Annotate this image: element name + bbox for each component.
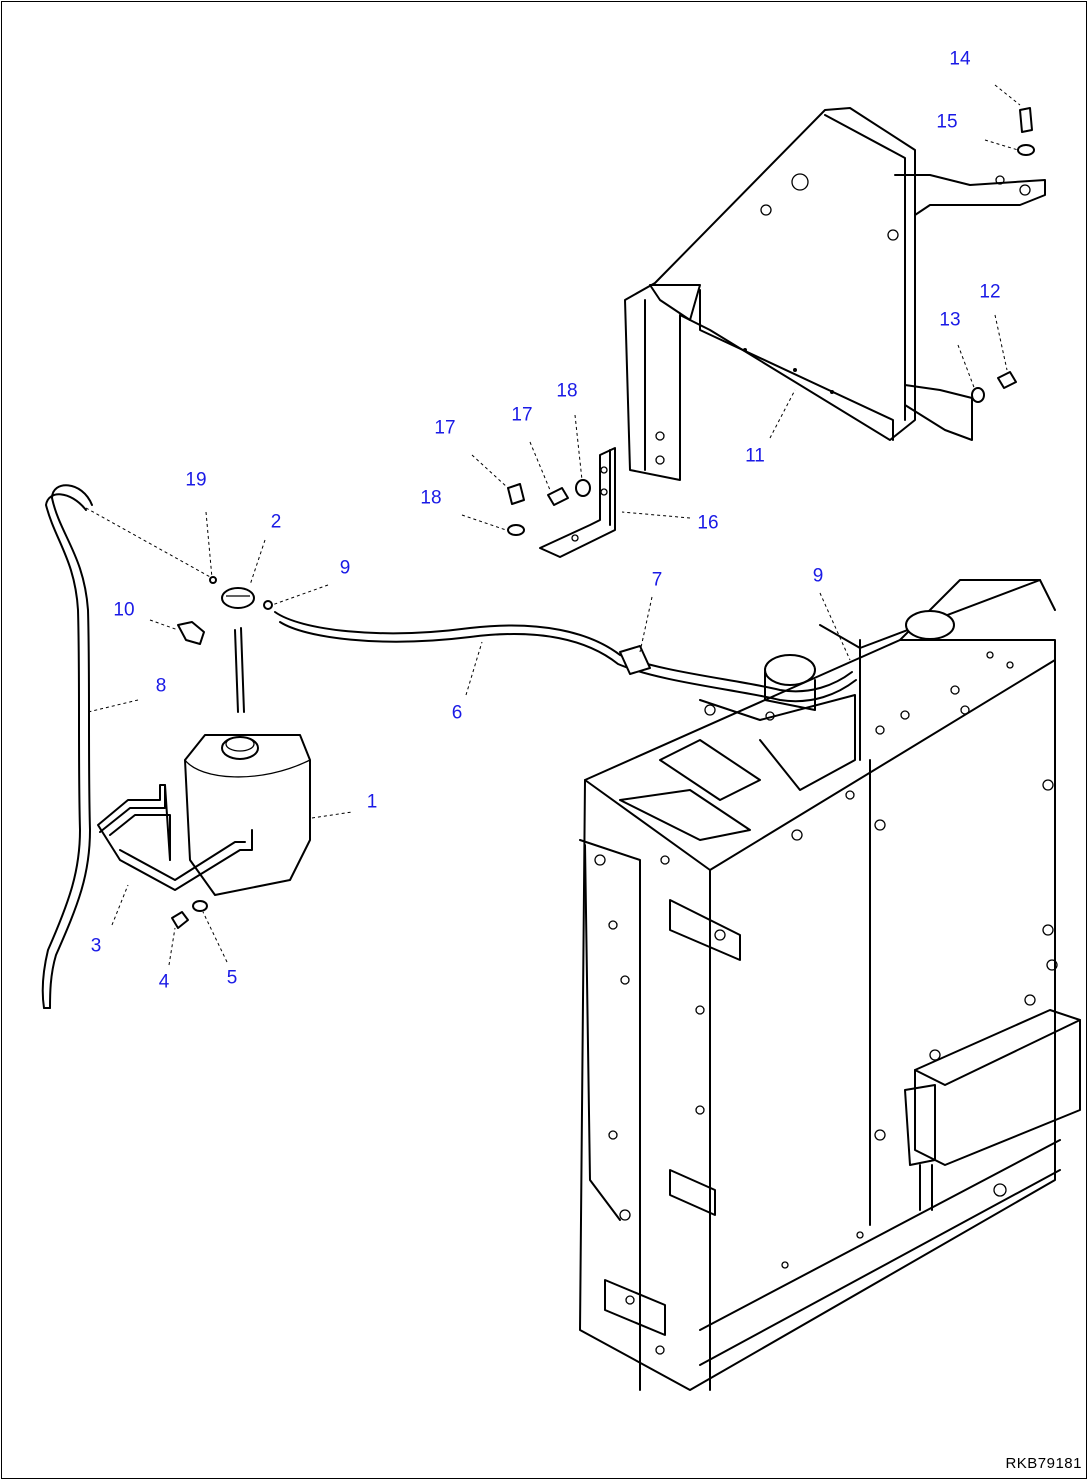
- callout-4[interactable]: 4: [158, 971, 170, 993]
- callout-9-right[interactable]: 9: [812, 565, 824, 587]
- bolt-washer-parts-4-5: [171, 900, 208, 929]
- leader-lines: [85, 84, 1021, 966]
- bolts-parts-12-15: [971, 107, 1035, 403]
- callout-2[interactable]: 2: [270, 511, 282, 533]
- callout-6[interactable]: 6: [451, 702, 463, 724]
- callout-8[interactable]: 8: [155, 675, 167, 697]
- callout-18-left[interactable]: 18: [420, 487, 442, 509]
- radiator-assembly: [579, 579, 1081, 1391]
- callout-17-right[interactable]: 17: [511, 404, 533, 426]
- hose-part-6: [274, 611, 857, 703]
- reserve-tank-part-1: [184, 627, 311, 896]
- callout-16[interactable]: 16: [697, 512, 719, 534]
- callout-1[interactable]: 1: [366, 791, 378, 813]
- callout-5[interactable]: 5: [226, 967, 238, 989]
- bracket-part-11: [624, 107, 1046, 481]
- callout-9-left[interactable]: 9: [339, 557, 351, 579]
- hose-clip-part-10: [177, 621, 205, 645]
- callout-14[interactable]: 14: [949, 48, 971, 70]
- drawing-code: RKB79181: [1005, 1455, 1082, 1472]
- callout-17-left[interactable]: 17: [434, 417, 456, 439]
- tank-cap-part-2: [209, 576, 273, 610]
- callout-15[interactable]: 15: [936, 111, 958, 133]
- callout-13[interactable]: 13: [939, 309, 961, 331]
- callout-11[interactable]: 11: [745, 445, 765, 467]
- bolts-parts-17-18: [507, 479, 591, 536]
- callout-3[interactable]: 3: [90, 935, 102, 957]
- callout-12[interactable]: 12: [979, 281, 1001, 303]
- callout-19[interactable]: 19: [185, 469, 207, 491]
- callout-7[interactable]: 7: [651, 569, 663, 591]
- bracket-part-16: [539, 447, 616, 558]
- callout-10[interactable]: 10: [113, 599, 135, 621]
- overflow-hose-part-8: [41, 484, 93, 1009]
- tank-bracket-part-3: [97, 784, 253, 891]
- callout-18-right[interactable]: 18: [556, 380, 578, 402]
